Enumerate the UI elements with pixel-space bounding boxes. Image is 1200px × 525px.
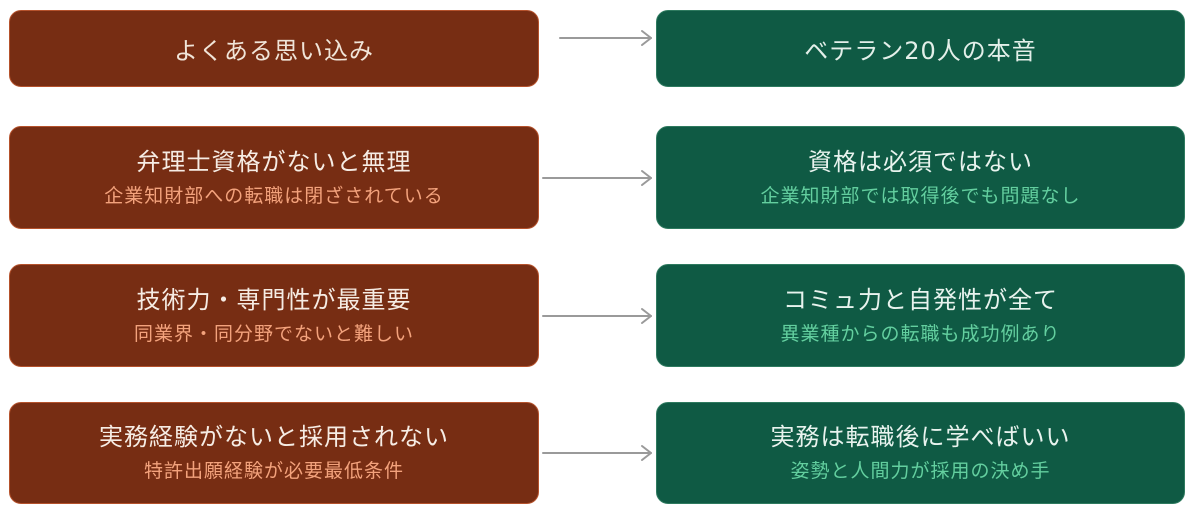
- truth-title-2: コミュ力と自発性が全て: [783, 285, 1058, 314]
- truth-subtitle-1: 企業知財部では取得後でも問題なし: [760, 184, 1081, 207]
- truth-subtitle-2: 異業種からの転職も成功例あり: [780, 322, 1061, 345]
- myth-header-box: よくある思い込み: [9, 10, 539, 87]
- myth-box-3: 実務経験がないと採用されない 特許出願経験が必要最低条件: [9, 402, 539, 504]
- myth-subtitle-2: 同業界・同分野でないと難しい: [133, 322, 414, 345]
- arrow-right-icon: [542, 308, 652, 324]
- myth-box-2: 技術力・専門性が最重要 同業界・同分野でないと難しい: [9, 264, 539, 367]
- arrow-right-icon: [542, 170, 652, 186]
- myth-subtitle-1: 企業知財部への転職は閉ざされている: [104, 184, 444, 207]
- myth-header-title: よくある思い込み: [174, 37, 374, 65]
- truth-box-3: 実務は転職後に学べばいい 姿勢と人間力が採用の決め手: [656, 402, 1185, 504]
- myth-box-1: 弁理士資格がないと無理 企業知財部への転職は閉ざされている: [9, 126, 539, 229]
- truth-subtitle-3: 姿勢と人間力が採用の決め手: [790, 460, 1051, 482]
- truth-title-1: 資格は必須ではない: [808, 147, 1033, 176]
- myth-subtitle-3: 特許出願経験が必要最低条件: [143, 460, 404, 482]
- truth-header-box: ベテラン20人の本音: [656, 10, 1185, 87]
- myth-title-1: 弁理士資格がないと無理: [136, 147, 412, 176]
- truth-box-1: 資格は必須ではない 企業知財部では取得後でも問題なし: [656, 126, 1185, 229]
- myth-title-3: 実務経験がないと採用されない: [99, 423, 449, 451]
- truth-header-title: ベテラン20人の本音: [804, 37, 1037, 65]
- arrow-right-icon: [559, 30, 652, 46]
- myth-title-2: 技術力・専門性が最重要: [136, 285, 412, 314]
- truth-title-3: 実務は転職後に学べばいい: [770, 423, 1071, 451]
- arrow-right-icon: [542, 445, 652, 461]
- truth-box-2: コミュ力と自発性が全て 異業種からの転職も成功例あり: [656, 264, 1185, 367]
